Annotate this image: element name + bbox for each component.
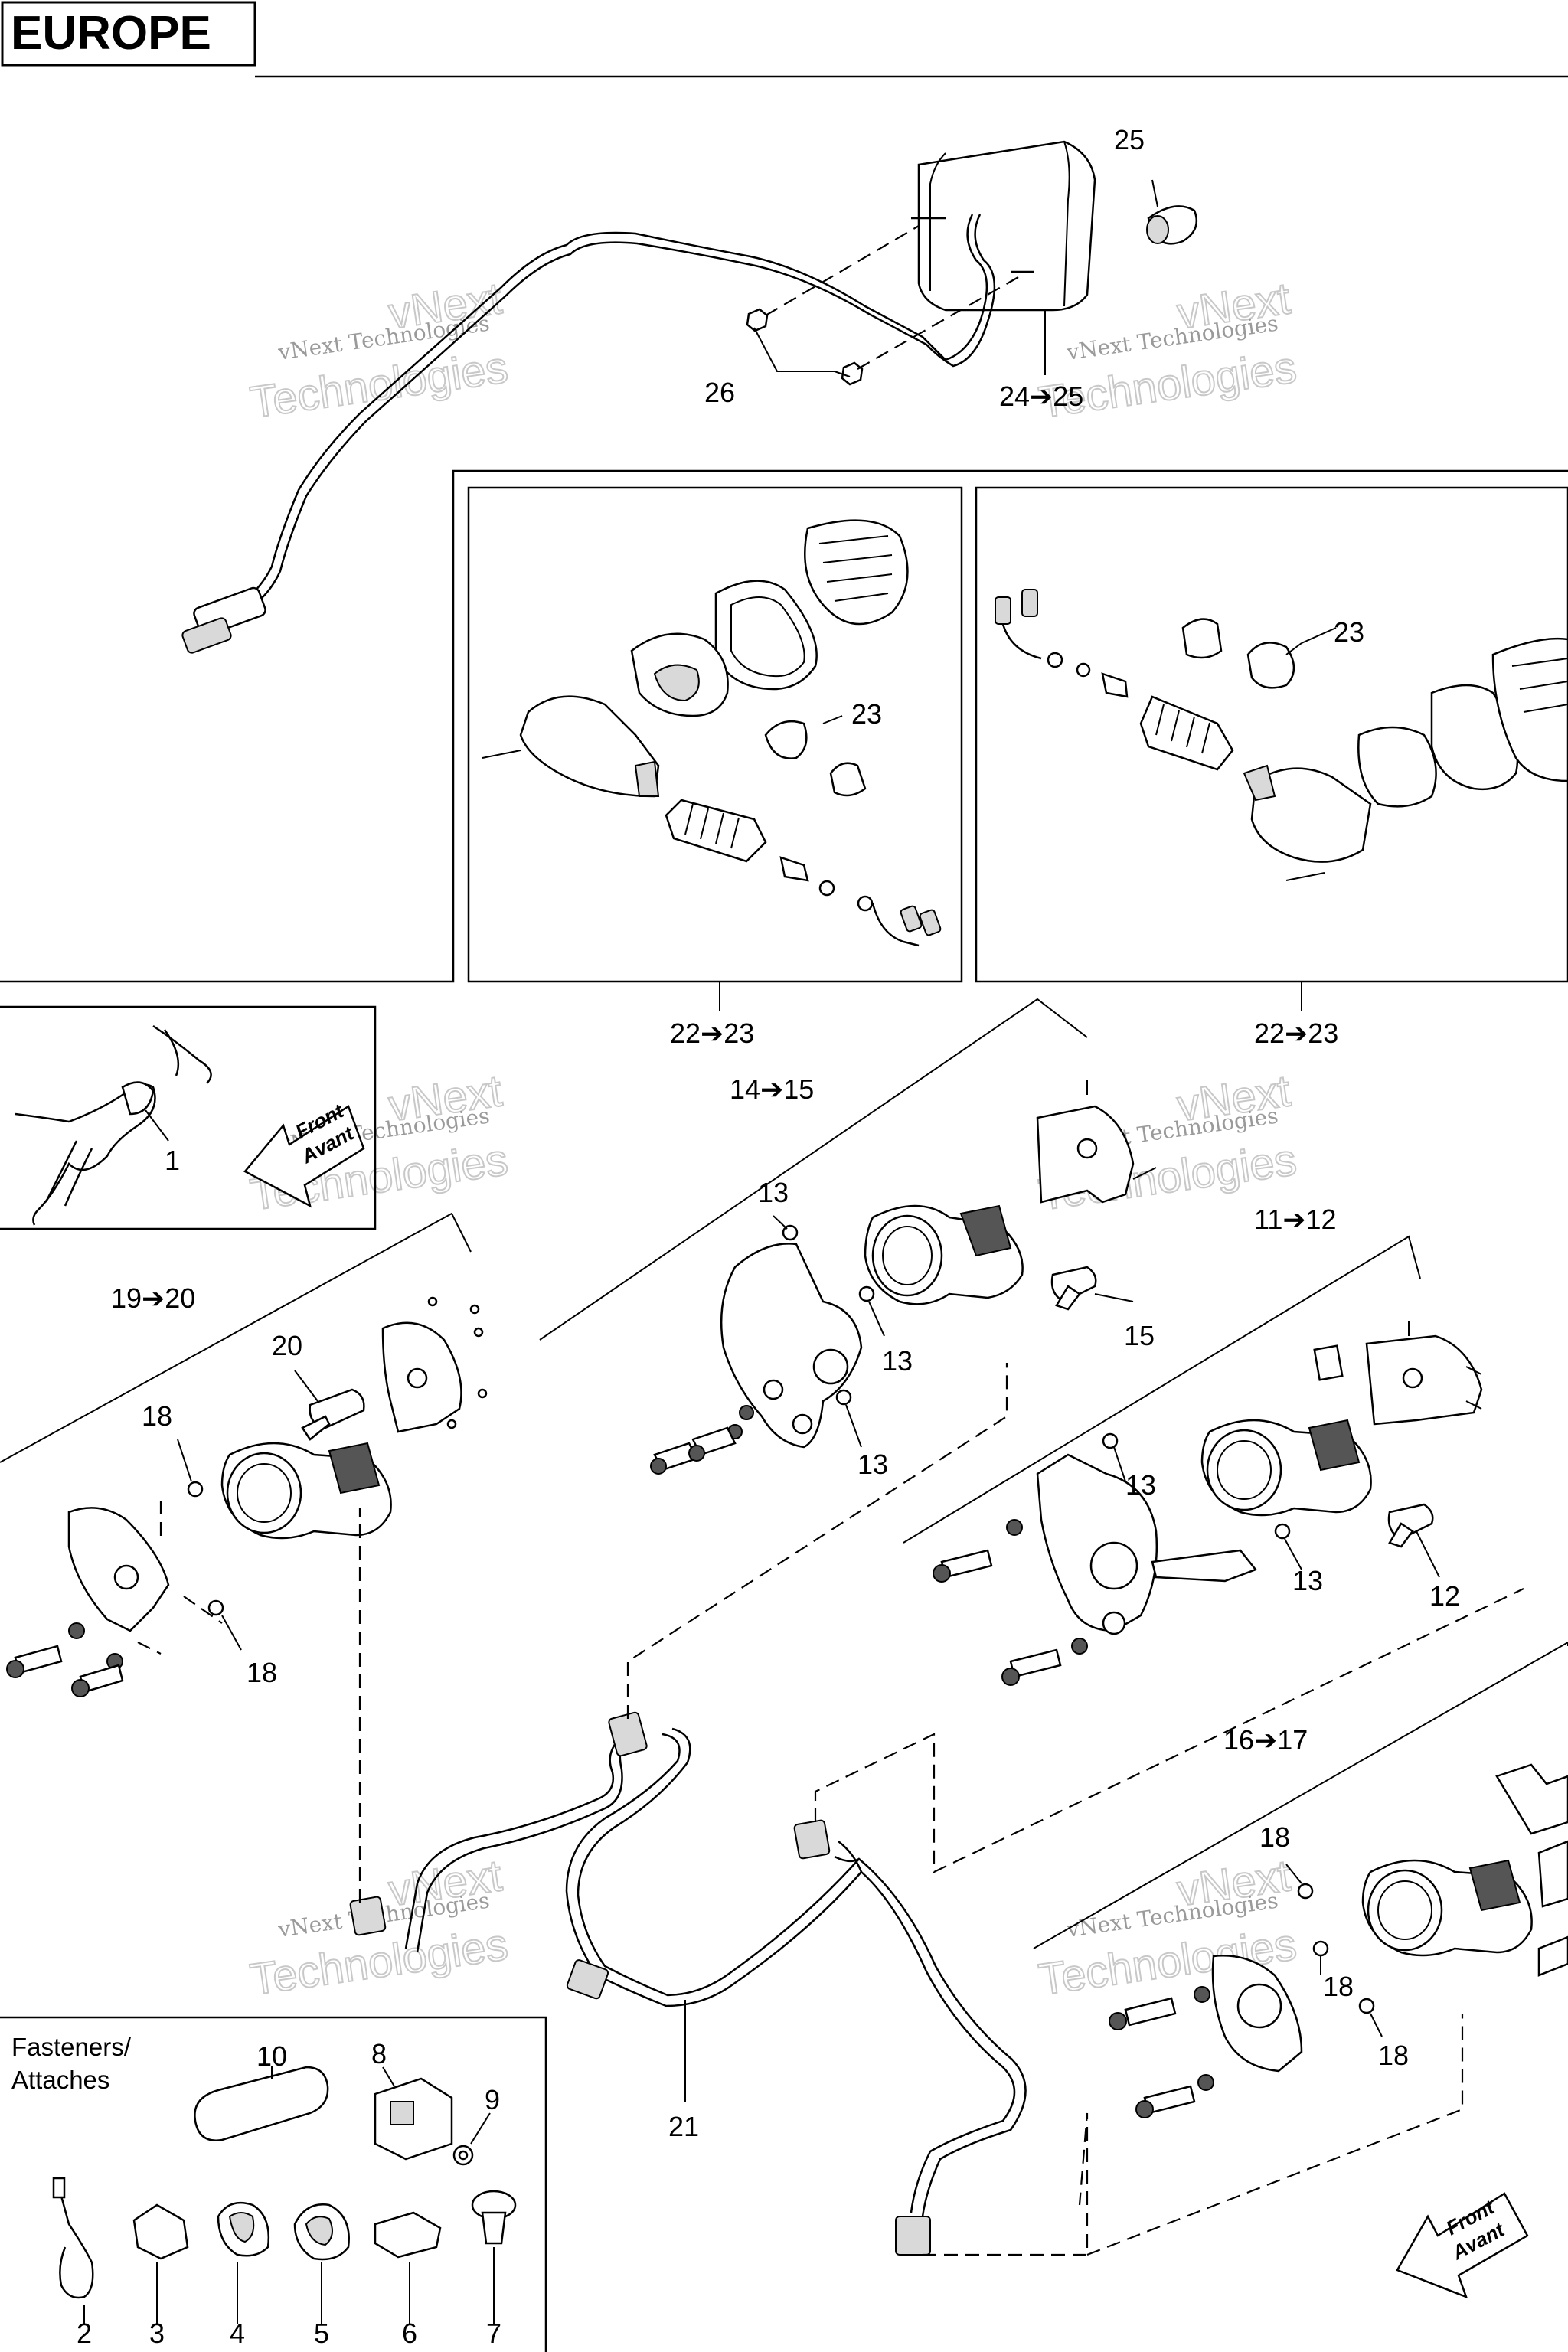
fasteners-title-line1: Fasteners/	[11, 2033, 132, 2061]
callout-13d: 13	[1125, 1469, 1156, 1501]
callout-18e: 18	[1378, 2040, 1409, 2071]
callout-24-25: 24➔25	[999, 381, 1083, 412]
callout-18a: 18	[142, 1400, 172, 1432]
callout-18b: 18	[247, 1657, 277, 1688]
callout-21: 21	[668, 2111, 699, 2142]
callout-19-20: 19➔20	[111, 1282, 195, 1314]
callout-10: 10	[256, 2040, 287, 2072]
callout-13a: 13	[758, 1177, 789, 1208]
callout-18c: 18	[1259, 1821, 1290, 1853]
callout-16-17: 16➔17	[1223, 1724, 1308, 1756]
headlight-14-15	[539, 998, 1157, 1475]
callout-6: 6	[402, 2318, 417, 2349]
headlight-11-12	[903, 1235, 1483, 1686]
region-label: EUROPE	[11, 7, 211, 60]
callout-23a: 23	[851, 698, 882, 730]
callout-23b: 23	[1334, 616, 1364, 648]
headlight-19-20	[0, 1212, 488, 1697]
callout-20: 20	[272, 1330, 302, 1361]
fasteners-box: Fasteners/ Attaches	[0, 2016, 547, 2352]
callout-8: 8	[371, 2038, 387, 2069]
tail-connector	[181, 586, 266, 654]
callout-15: 15	[1124, 1320, 1155, 1351]
bulb-25	[1146, 205, 1198, 245]
callout-25: 25	[1114, 124, 1145, 155]
turn-signal-right-panel	[975, 486, 1568, 983]
callout-13b: 13	[882, 1345, 913, 1377]
main-harness-21	[349, 1363, 1524, 2256]
callout-22-23b: 22➔23	[1254, 1018, 1338, 1049]
turn-signal-left-panel	[0, 469, 1568, 983]
callout-12: 12	[1429, 1580, 1460, 1612]
fasteners-title-line2: Attaches	[11, 2066, 109, 2094]
callout-7: 7	[486, 2318, 501, 2349]
callout-9: 9	[485, 2084, 500, 2115]
headlight-16-17: Front Avant	[1033, 1641, 1568, 2299]
callout-11-12: 11➔12	[1254, 1204, 1337, 1235]
callout-4: 4	[230, 2318, 245, 2349]
callout-26: 26	[704, 377, 735, 408]
watermarks: vNext vNext Technologies Technologies vN…	[247, 273, 1300, 2005]
callout-2: 2	[77, 2318, 92, 2349]
callout-5: 5	[314, 2318, 329, 2349]
callout-3: 3	[149, 2318, 165, 2349]
callout-1: 1	[165, 1145, 180, 1176]
callout-13e: 13	[1292, 1565, 1323, 1596]
callout-14-15: 14➔15	[730, 1073, 814, 1105]
tail-light-assembly	[181, 140, 1198, 654]
callout-18d: 18	[1323, 1971, 1354, 2002]
callout-13c: 13	[858, 1449, 888, 1480]
header: EUROPE	[1, 1, 1568, 78]
callout-22-23a: 22➔23	[670, 1018, 754, 1049]
detail-box-1: Front Avant	[0, 1005, 377, 1230]
